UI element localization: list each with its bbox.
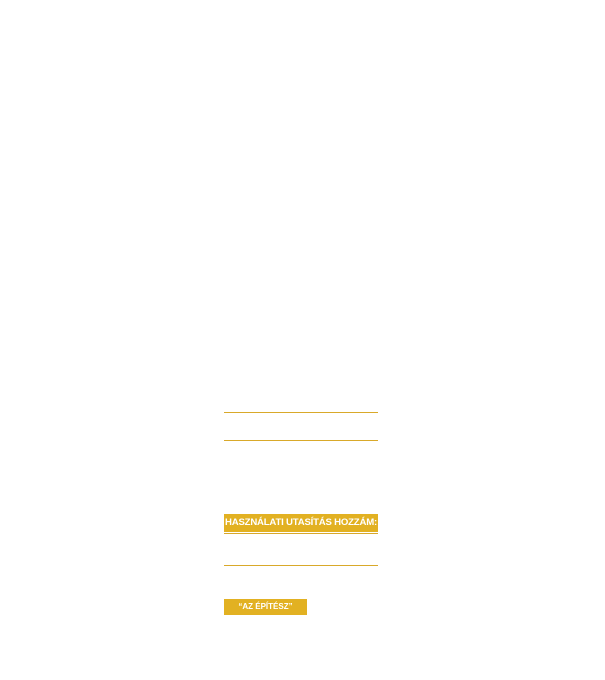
divider-line — [224, 440, 378, 441]
section-heading-banner: HASZNÁLATI UTASÍTÁS HOZZÁM: — [224, 514, 378, 532]
personality-type-label: “AZ ÉPÍTÉSZ” — [238, 602, 293, 611]
divider-line — [224, 565, 378, 566]
section-heading: HASZNÁLATI UTASÍTÁS HOZZÁM: — [225, 517, 377, 528]
divider-line — [224, 412, 378, 413]
personality-type-tag[interactable]: “AZ ÉPÍTÉSZ” — [224, 599, 307, 615]
heading-underline — [224, 533, 378, 534]
